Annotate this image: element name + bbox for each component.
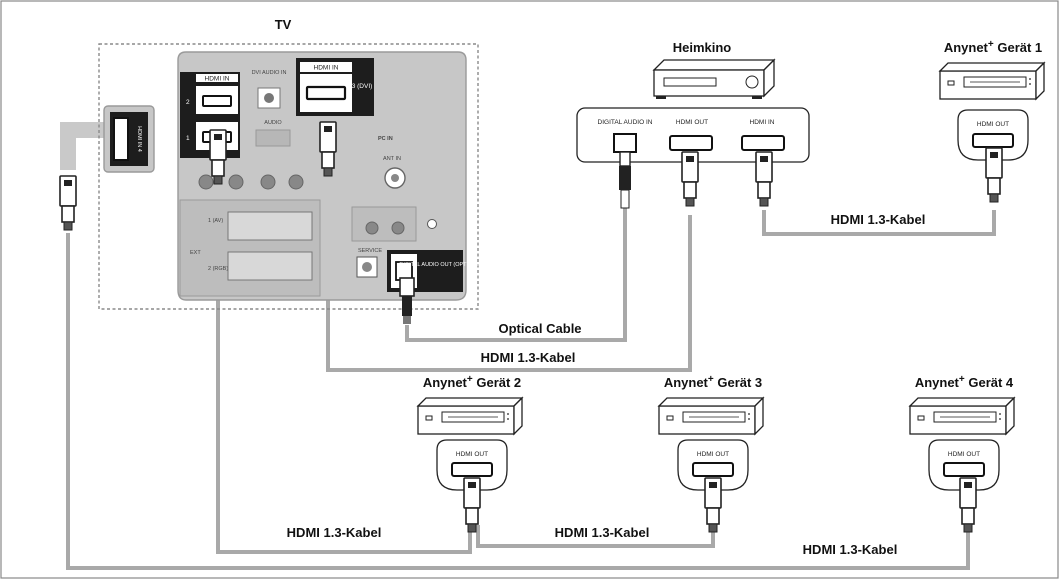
- tv-hdmi2-port: [202, 95, 232, 107]
- heimkino-digital-audio-in-label: DIGITAL AUDIO IN: [598, 119, 653, 126]
- geraet4-device: [909, 397, 1015, 435]
- cable-tv-hdmi4-to-geraet4: [66, 233, 970, 570]
- cable-optical: [405, 208, 627, 342]
- geraet3-hdmi-port: [692, 462, 734, 477]
- tv-title: TV: [275, 17, 292, 32]
- geraet4-title: Anynet+ Gerät 4: [915, 374, 1014, 390]
- tv-audio-label: AUDIO: [264, 120, 282, 126]
- tv-ext-rgb-label: 2 (RGB): [208, 266, 228, 272]
- cable-heimkino-to-geraet1: [762, 210, 996, 236]
- label-optical-cable: Optical Cable: [498, 321, 581, 336]
- heimkino-device: [652, 58, 776, 99]
- plug-tv-hdmi3: [319, 121, 337, 177]
- tv-digital-audio-out-label: DIGITAL AUDIO OUT (OPTICAL): [399, 262, 480, 268]
- tv-scart-2: [227, 251, 313, 281]
- tv-dvi-audio-label: DVI AUDIO IN: [252, 70, 287, 76]
- tv-port-1-label: 1: [186, 135, 190, 142]
- geraet2-title: Anynet+ Gerät 2: [423, 374, 521, 390]
- tv-port-2-label: 2: [186, 99, 190, 106]
- tv-scart-1: [227, 211, 313, 241]
- plug-tv-hdmi4: [59, 175, 77, 231]
- heimkino-hdmi-in-port: [741, 135, 785, 151]
- tv-port-3-dvi-label: 3 (DVI): [352, 83, 373, 90]
- heimkino-hdmi-in-label: HDMI IN: [750, 119, 775, 126]
- heimkino-hdmi-out-port: [669, 135, 713, 151]
- geraet2-device: [417, 397, 523, 435]
- tv-dvi-audio-jack: [264, 93, 274, 103]
- label-hdmi-tv-geraet2: HDMI 1.3-Kabel: [287, 525, 382, 540]
- plug-geraet4: [959, 477, 977, 533]
- cable-hdmi4-bend: [60, 122, 108, 170]
- plug-geraet1: [985, 147, 1003, 203]
- plug-heimkino-hdmi-out: [681, 151, 699, 207]
- geraet1-title: Anynet+ Gerät 1: [944, 39, 1042, 55]
- tv-ant-in-label: ANT IN: [383, 156, 401, 162]
- tv-pc-in-label: PC IN: [378, 136, 393, 142]
- geraet2-hdmi-out-label: HDMI OUT: [456, 451, 488, 458]
- geraet3-hdmi-out-label: HDMI OUT: [697, 451, 729, 458]
- plug-heimkino-optical: [619, 151, 631, 209]
- geraet4-hdmi-out-label: HDMI OUT: [948, 451, 980, 458]
- label-hdmi-geraet2-geraet3: HDMI 1.3-Kabel: [555, 525, 650, 540]
- geraet2-hdmi-port: [451, 462, 493, 477]
- cable-tv-hdmi1-to-geraet2: [216, 196, 472, 554]
- plug-heimkino-hdmi-in: [755, 151, 773, 207]
- svg-text:HDMI IN: HDMI IN: [314, 65, 339, 72]
- cable-geraet2-to-geraet3: [476, 525, 715, 548]
- plug-tv-optical: [399, 277, 415, 324]
- tv-outline: [98, 43, 479, 310]
- tv-ext-label: EXT: [190, 250, 201, 256]
- heimkino-optical-port: [613, 133, 637, 153]
- label-hdmi-geraet4: HDMI 1.3-Kabel: [803, 542, 898, 557]
- tv-rca-jacks: [198, 174, 304, 190]
- label-hdmi-tv-heimkino: HDMI 1.3-Kabel: [481, 350, 576, 365]
- heimkino-title: Heimkino: [673, 40, 732, 55]
- plug-geraet3: [704, 477, 722, 533]
- heimkino-hdmi-out-label: HDMI OUT: [676, 119, 708, 126]
- geraet3-title: Anynet+ Gerät 3: [664, 374, 762, 390]
- tv-hdmi4-port: [113, 117, 129, 161]
- tv-hdmi-in-label: HDMI IN: [205, 76, 230, 83]
- geraet1-hdmi-out-label: HDMI OUT: [977, 121, 1009, 128]
- tv-hdmi-in-4-label: HDMI IN 4: [136, 126, 142, 152]
- tv-hdmi3-port: [305, 85, 347, 101]
- tv-ext-av-label: 1 (AV): [208, 218, 223, 224]
- label-hdmi-heimkino-geraet1: HDMI 1.3-Kabel: [831, 212, 926, 227]
- geraet1-hdmi-port: [972, 133, 1014, 148]
- geraet3-device: [658, 397, 764, 435]
- plug-tv-hdmi1: [209, 129, 227, 185]
- geraet1-device: [939, 62, 1045, 100]
- geraet4-hdmi-port: [943, 462, 985, 477]
- headphone-jack: [427, 219, 437, 229]
- plug-geraet2: [463, 477, 481, 533]
- tv-service-label: SERVICE: [358, 248, 382, 254]
